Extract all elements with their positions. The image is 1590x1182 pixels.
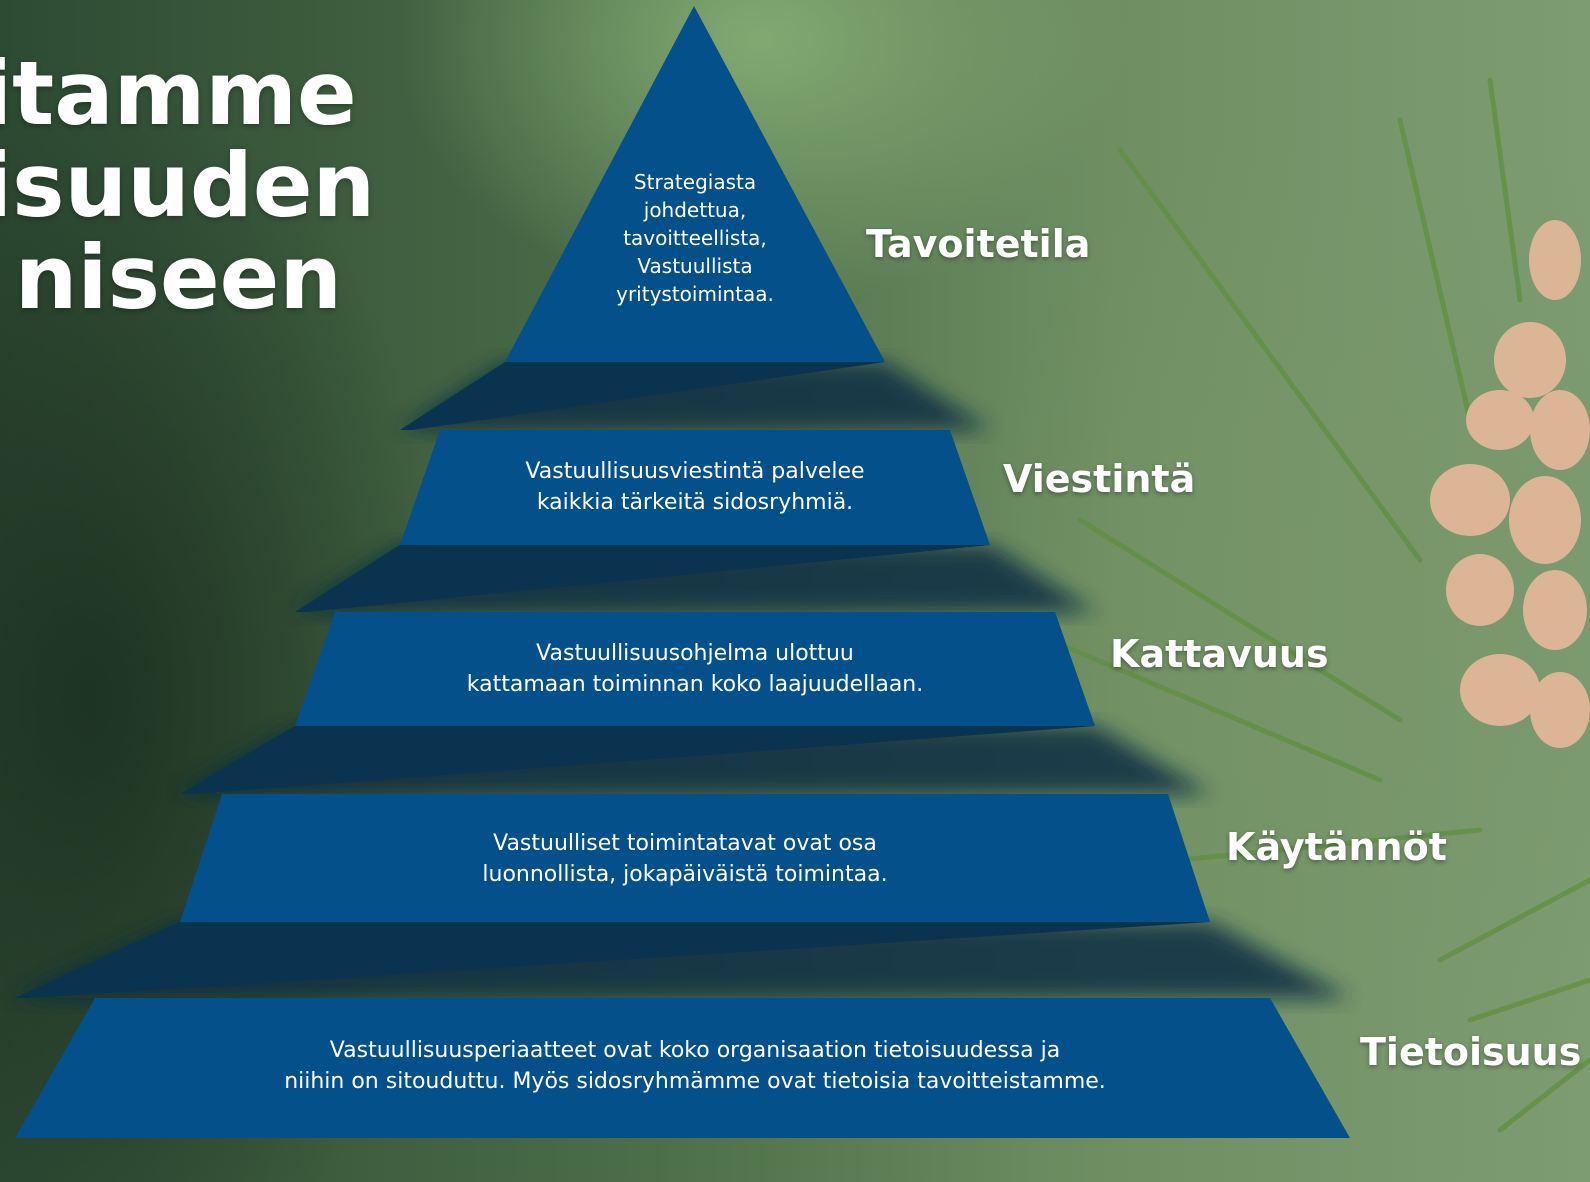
pyramid-tier-5: [15, 998, 1350, 1138]
pyramid-tier-4: [180, 794, 1210, 922]
tier-1-text: Strategiasta johdettua, tavoitteellista,…: [616, 170, 774, 306]
title-line-3: niseen: [14, 226, 342, 329]
tier-5-text: Vastuullisuusperiaatteet ovat koko organ…: [284, 1038, 1106, 1094]
pyramid-tier-1: [505, 6, 885, 362]
pyramid-tier-3: [295, 612, 1095, 726]
level-label-tietoisuus: Tietoisuus: [1360, 1030, 1582, 1074]
level-label-kattavuus: Kattavuus: [1110, 632, 1329, 676]
title-line-2: isuuden: [0, 134, 376, 237]
tier-2-text: Vastuullisuusviestintä palvelee kaikkia …: [525, 459, 865, 515]
title-line-1: itamme: [0, 42, 357, 145]
page-title: itamme isuuden niseen: [0, 42, 376, 329]
level-label-viestinta: Viestintä: [1003, 457, 1196, 501]
level-label-kaytannot: Käytännöt: [1226, 825, 1447, 869]
level-label-tavoitetila: Tavoitetila: [866, 222, 1091, 266]
tier-3-text: Vastuullisuusohjelma ulottuu kattamaan t…: [466, 641, 924, 697]
pyramid-tier-2: [400, 430, 990, 545]
tier-4-text: Vastuulliset toimintatavat ovat osa luon…: [482, 831, 888, 887]
